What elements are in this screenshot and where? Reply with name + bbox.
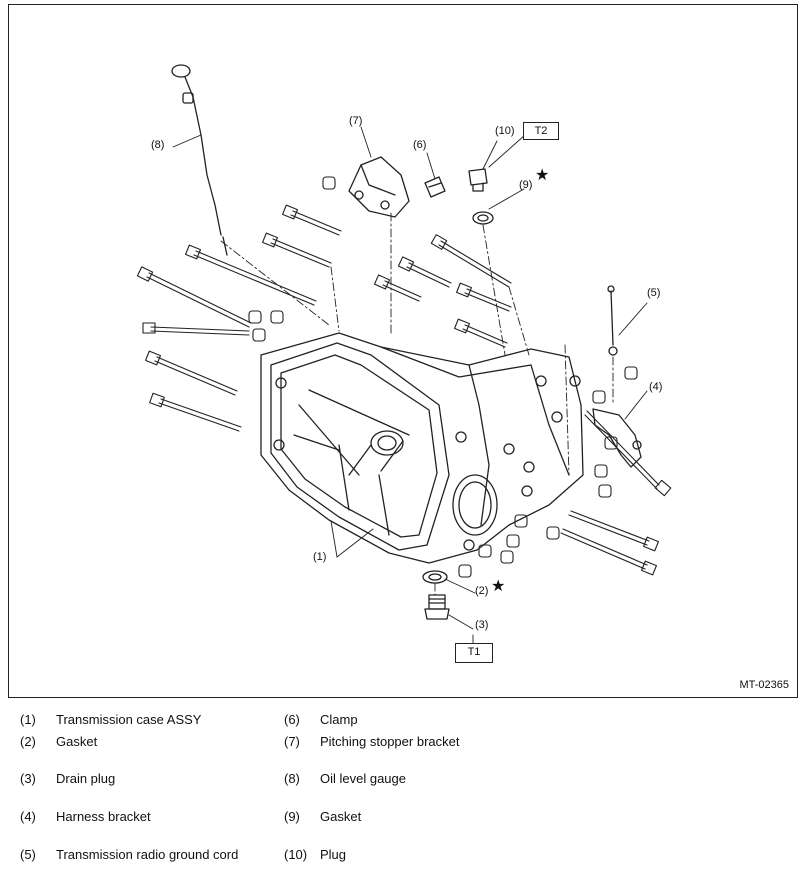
legend-number: (3) (20, 771, 36, 786)
legend-label: Oil level gauge (320, 771, 406, 786)
bell-housing-face (270, 342, 450, 551)
legend-label: Harness bracket (56, 809, 151, 824)
output-seal-opening (452, 474, 498, 536)
exploded-view-figure: (1) (2) ★ (3) (4) (5) (6) (7) (8) (9) ★ … (8, 4, 798, 698)
legend-item-4: (4) Harness bracket (20, 809, 151, 824)
callout-9: (9) (519, 179, 533, 191)
legend-number: (5) (20, 847, 36, 862)
legend-label: Clamp (320, 712, 358, 727)
legend-label: Drain plug (56, 771, 116, 786)
ground-cord (610, 290, 614, 346)
star-mark-gasket-lower: ★ (491, 578, 506, 595)
callout-3: (3) (475, 619, 489, 631)
nuts (248, 176, 638, 578)
legend-item-7: (7) Pitching stopper bracket (284, 734, 459, 749)
legend-label: Transmission case ASSY (56, 712, 202, 727)
plug (468, 168, 488, 186)
legend-number: (6) (284, 712, 300, 727)
torque-label-t1: T1 (455, 643, 493, 663)
legend-label: Pitching stopper bracket (320, 734, 460, 749)
legend-item-6: (6) Clamp (284, 712, 358, 727)
callout-4: (4) (649, 381, 663, 393)
parts-legend: (1) Transmission case ASSY (2) Gasket (3) D… (20, 712, 790, 868)
clamp (424, 176, 446, 198)
input-shaft-boss (370, 430, 404, 456)
torque-label-t2: T2 (523, 122, 559, 140)
callout-1: (1) (313, 551, 327, 563)
legend-number: (4) (20, 809, 36, 824)
legend-number: (7) (284, 734, 300, 749)
legend-label: Plug (320, 847, 347, 862)
callout-8: (8) (151, 139, 165, 151)
callout-7: (7) (349, 115, 363, 127)
legend-label: Gasket (56, 734, 98, 749)
gasket-upper (472, 211, 494, 225)
legend-number: (9) (284, 809, 300, 824)
leader-lines (172, 126, 648, 646)
drain-plug (428, 594, 446, 610)
legend-item-1: (1) Transmission case ASSY (20, 712, 201, 727)
alignment-lines (220, 212, 614, 596)
callout-2: (2) (475, 585, 489, 597)
bolt-group-lower-right (560, 410, 672, 576)
bolt-group-top-right (373, 234, 512, 348)
callout-10: (10) (495, 125, 515, 137)
legend-label: Transmission radio ground cord (56, 847, 239, 862)
pitching-stopper-bracket (348, 156, 410, 218)
legend-item-9: (9) Gasket (284, 809, 361, 824)
legend-item-2: (2) Gasket (20, 734, 97, 749)
legend-label: Gasket (320, 809, 362, 824)
harness-bracket (592, 408, 642, 468)
callout-6: (6) (413, 139, 427, 151)
legend-number: (8) (284, 771, 300, 786)
legend-number: (1) (20, 712, 36, 727)
legend-number: (2) (20, 734, 36, 749)
callout-5: (5) (647, 287, 661, 299)
figure-id: MT-02365 (739, 679, 789, 691)
star-mark-gasket-upper: ★ (535, 167, 550, 184)
legend-number: (10) (284, 847, 308, 862)
legend-item-3: (3) Drain plug (20, 771, 115, 786)
gasket-lower (422, 570, 448, 584)
legend-item-5: (5) Transmission radio ground cord (20, 847, 238, 862)
bolt-group-left (136, 204, 342, 432)
legend-item-8: (8) Oil level gauge (284, 771, 406, 786)
oil-level-gauge (184, 76, 222, 236)
legend-item-10: (10) Plug (284, 847, 346, 862)
transmission-case-drawing (136, 64, 672, 646)
transmission-case-housing (260, 332, 584, 564)
